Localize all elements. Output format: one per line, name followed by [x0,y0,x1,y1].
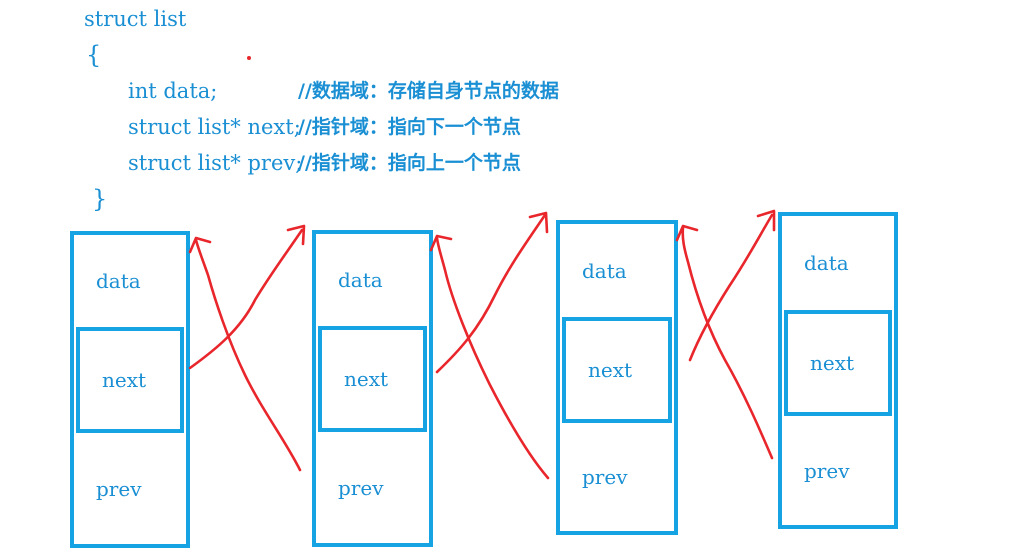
comment-prev: //指针域：指向上一个节点 [298,152,521,174]
prev-arrowhead [188,236,212,254]
struct-definition: struct list { int data; //数据域：存储自身节点的数据 … [0,0,1029,230]
list-node-4: data next prev [778,212,898,529]
list-node-2: data next prev [312,230,433,547]
prev-arrowhead [429,234,453,252]
list-node-1: data next prev [70,231,190,548]
field-next: struct list* next; [128,115,301,139]
node-next-cell: next [784,310,892,416]
comment-next: //指针域：指向下一个节点 [298,116,521,138]
node-next-cell: next [76,327,184,433]
open-brace: { [86,41,102,69]
stray-dot [247,56,251,60]
node-data-cell: data [804,251,849,275]
next-pointer-arrow [688,213,774,362]
node-next-cell: next [562,317,672,423]
field-data: int data; [128,79,218,103]
field-prev: struct list* prev; [128,151,303,175]
next-pointer-arrow [188,228,304,370]
node-prev-cell: prev [96,476,142,501]
list-node-3: data next prev [556,220,678,535]
node-data-cell: data [338,268,383,292]
comment-data: //数据域：存储自身节点的数据 [298,80,559,102]
prev-pointer-arrow [681,226,774,460]
node-data-cell: data [96,269,141,293]
node-data-cell: data [582,258,627,283]
node-prev-cell: prev [582,465,628,489]
node-next-cell: next [318,326,427,432]
node-prev-cell: prev [338,475,384,500]
prev-pointer-arrow [194,238,302,472]
prev-pointer-arrow [435,236,550,480]
node-prev-cell: prev [804,458,850,483]
next-pointer-arrow [435,213,547,374]
close-brace: } [92,185,108,213]
struct-header: struct list [84,7,187,31]
